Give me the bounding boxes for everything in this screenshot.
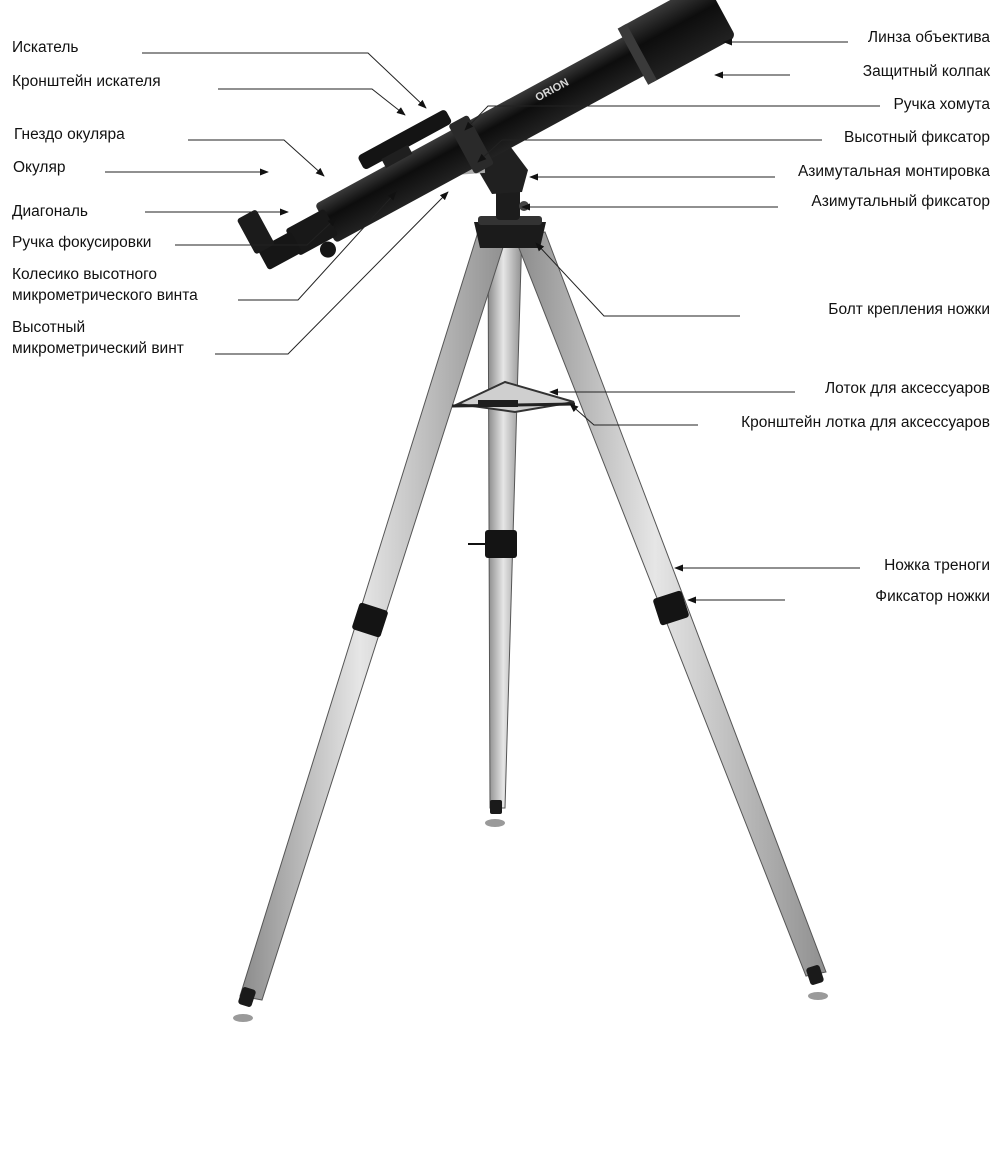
- label-altitude-slow-motion-wheel: Колесико высотного микрометрического вин…: [12, 266, 198, 304]
- tripod-leg-rear: [487, 229, 523, 809]
- leg-lock-right: [653, 590, 689, 626]
- label-leg-bolt: Болт крепления ножки: [828, 301, 990, 318]
- finder-scope: [358, 110, 452, 170]
- label-eyepiece-socket: Гнездо окуляра: [14, 126, 125, 143]
- optical-tube: [316, 34, 651, 242]
- leader-altitude-rod: [215, 191, 449, 355]
- tray-center: [478, 400, 518, 407]
- azimuth-lock-knob: [519, 201, 529, 211]
- foot-rear-shadow: [485, 819, 505, 827]
- leg-lock-rear: [485, 530, 517, 558]
- label-altitude-lock: Высотный фиксатор: [843, 129, 990, 146]
- finder-bracket-shape: [381, 144, 413, 168]
- tripod-head-top: [478, 216, 542, 225]
- leader-altitude-lock: [477, 139, 822, 163]
- foot-left-shadow: [233, 1014, 253, 1022]
- tripod: [233, 216, 828, 1022]
- leader-focus-knob: [175, 217, 337, 246]
- leaders-right: [464, 38, 880, 604]
- eyepiece-shape: [237, 210, 274, 254]
- leader-altitude-wheel: [238, 191, 397, 301]
- label-eyepiece: Окуляр: [13, 159, 66, 176]
- label-azimuth-lock: Азимутальный фиксатор: [811, 193, 990, 210]
- leader-finder-bracket: [218, 88, 406, 116]
- foot-right-shadow: [808, 992, 828, 1000]
- dew-cap-shape: [619, 0, 734, 83]
- foot-rear: [490, 800, 502, 814]
- label-objective-lens: Линза объектива: [867, 29, 990, 46]
- label-altitude-slow-motion-rod: Высотный микрометрический винт: [12, 319, 184, 357]
- label-dew-cap: Защитный колпак: [862, 63, 990, 80]
- foot-right: [806, 965, 824, 985]
- leader-leg-bolt: [535, 242, 740, 317]
- diagonal-shape: [258, 232, 302, 270]
- dew-cap-rim: [617, 23, 657, 85]
- label-ring-knob: Ручка хомута: [893, 96, 990, 113]
- azimuth-post: [496, 188, 520, 220]
- label-accessory-tray: Лоток для аксессуаров: [825, 380, 990, 397]
- focus-knob-shape: [319, 241, 336, 258]
- tripod-head: [474, 222, 546, 248]
- label-finder: Искатель: [12, 39, 79, 56]
- leg-lock-left: [352, 602, 388, 638]
- label-finder-bracket: Кронштейн искателя: [12, 73, 161, 90]
- foot-left: [238, 987, 256, 1007]
- focuser: [286, 209, 338, 255]
- telescope: ORION: [237, 0, 734, 270]
- leader-finder: [142, 52, 427, 109]
- leader-tray-bracket: [569, 403, 698, 426]
- label-tray-bracket: Кронштейн лотка для аксессуаров: [741, 414, 990, 431]
- label-focus-knob: Ручка фокусировки: [12, 234, 152, 251]
- label-leg-lock: Фиксатор ножки: [875, 588, 990, 605]
- leader-eyepiece-socket: [188, 139, 325, 177]
- label-altaz-mount: Азимутальная монтировка: [797, 163, 990, 180]
- leader-ring-knob: [464, 105, 880, 131]
- leaders-left: [105, 52, 449, 355]
- label-diagonal: Диагональ: [12, 203, 89, 220]
- accessory-tray-shape: [454, 380, 575, 414]
- label-tripod-leg: Ножка треноги: [884, 557, 990, 574]
